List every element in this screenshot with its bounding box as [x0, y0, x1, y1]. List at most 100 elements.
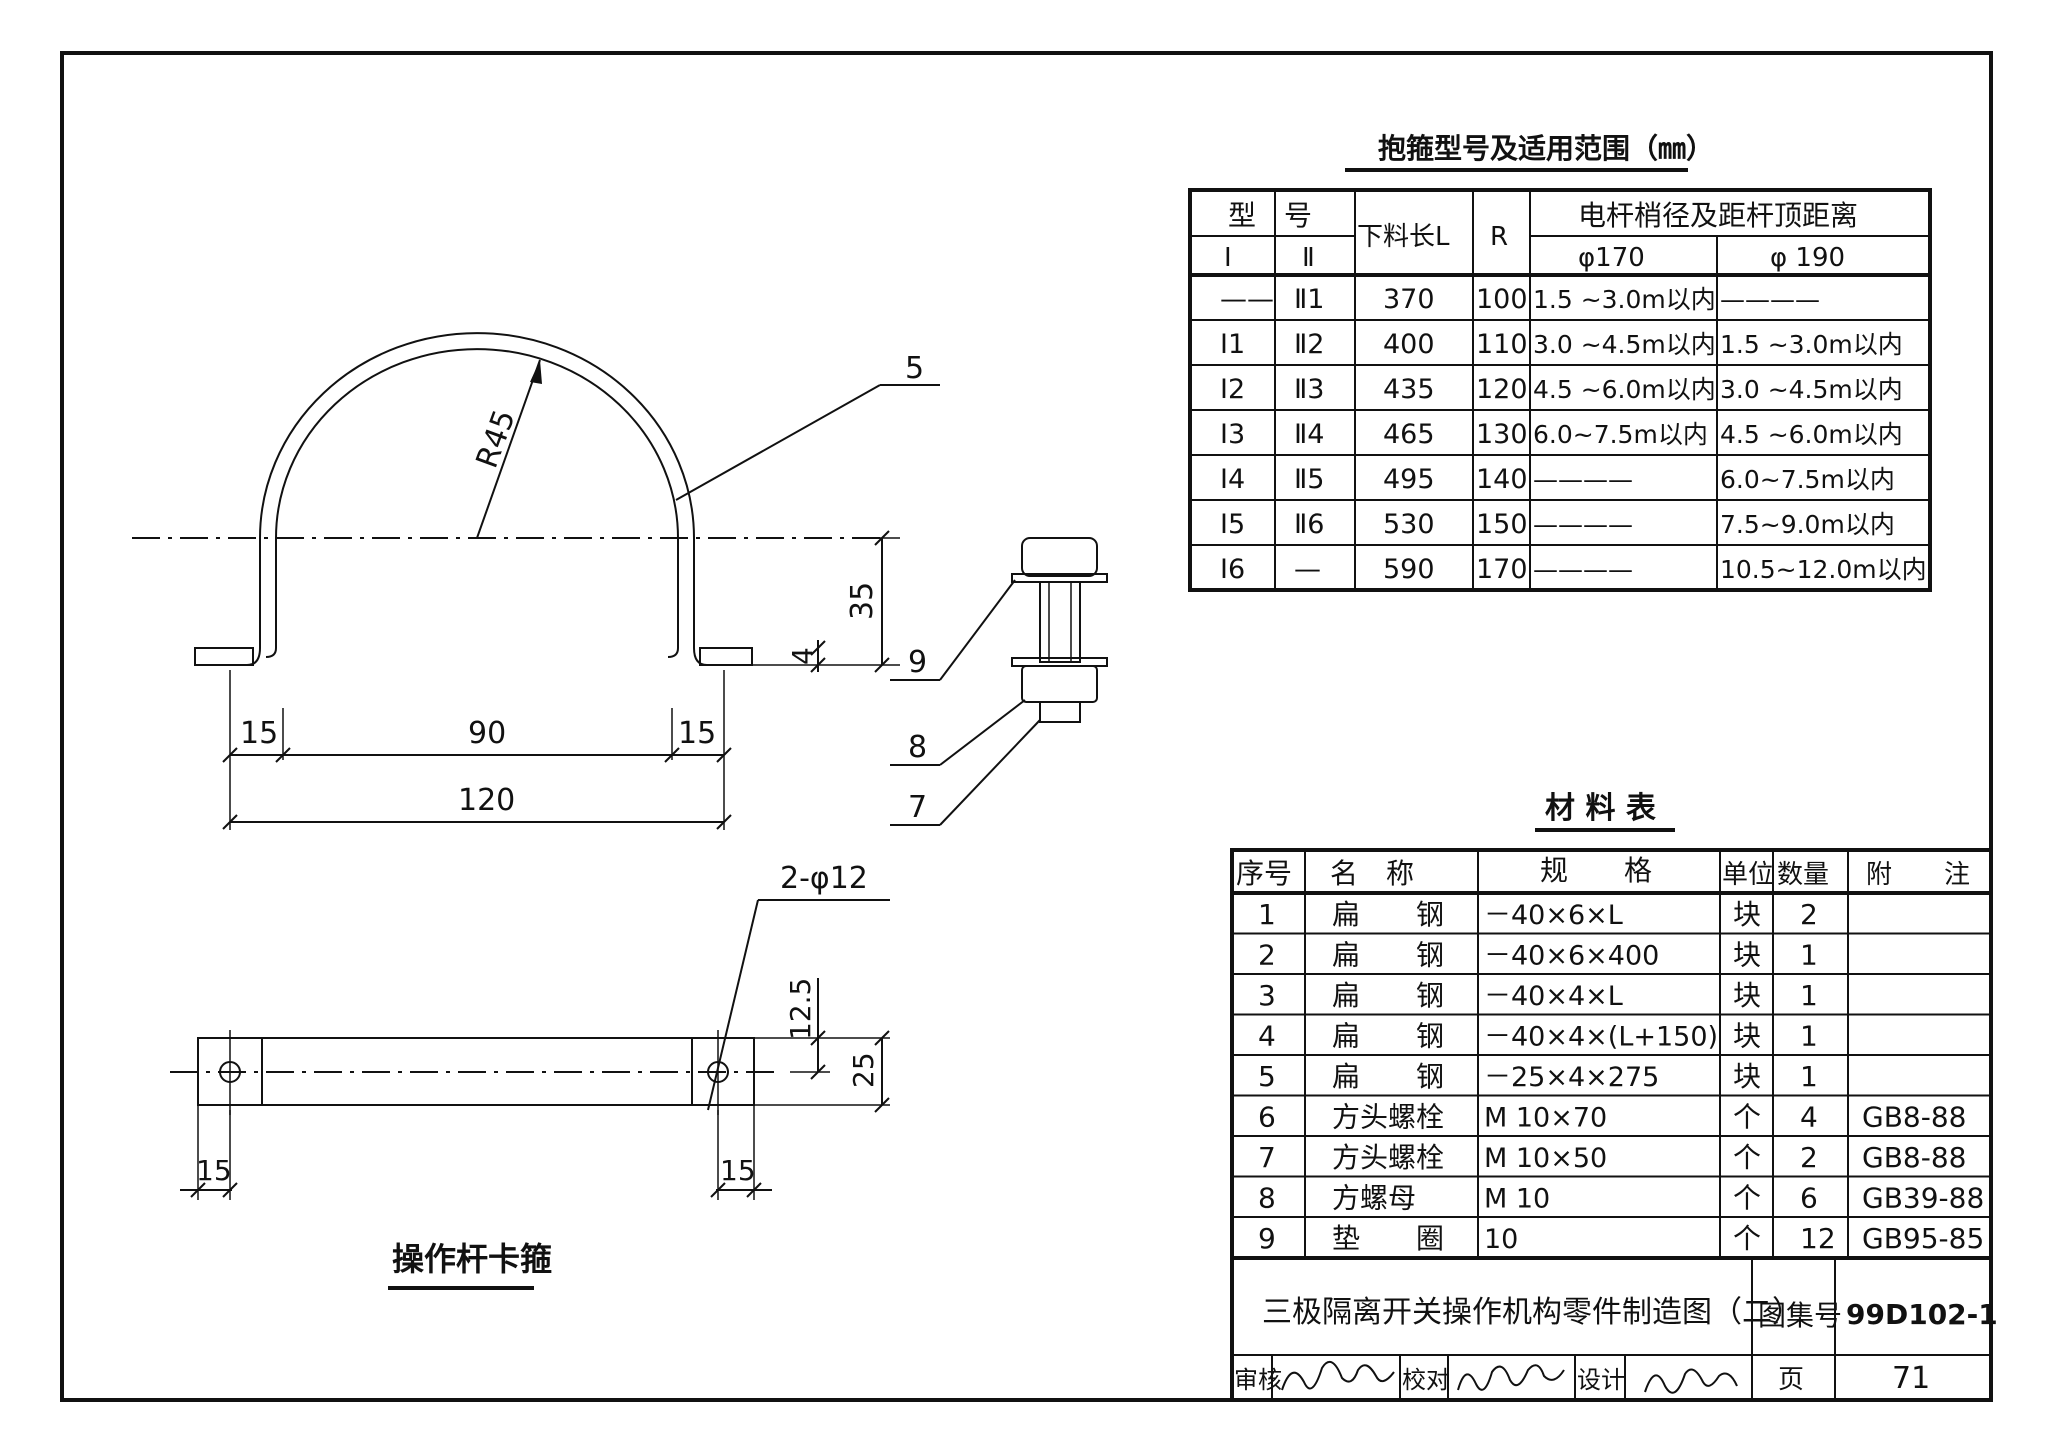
material-cell-no: 1	[1258, 898, 1276, 931]
hoop-inner	[275, 348, 679, 658]
hoop-cell-l: 495	[1383, 464, 1435, 495]
hoop-cell-i: Ⅰ5	[1220, 509, 1245, 540]
signature-check	[1457, 1364, 1565, 1391]
material-header-name: 名 称	[1330, 857, 1414, 890]
material-cell-note: GB8-88	[1862, 1101, 1966, 1134]
hoop-cell-r: 140	[1476, 464, 1528, 495]
material-cell-qty: 4	[1800, 1101, 1818, 1134]
material-cell-spec: M 10	[1484, 1184, 1550, 1215]
material-cell-unit: 个	[1733, 1222, 1761, 1255]
material-cell-qty: 1	[1800, 979, 1818, 1012]
hoop-cell-ii: Ⅱ1	[1294, 284, 1324, 315]
hoop-header-range: 电杆梢径及距杆顶距离	[1578, 199, 1858, 232]
hoop-cell-l: 400	[1383, 329, 1435, 360]
material-cell-unit: 个	[1733, 1141, 1761, 1174]
material-cell-no: 3	[1258, 979, 1276, 1012]
hoop-cell-d170: 6.0~7.5m以内	[1533, 420, 1708, 449]
design-label: 设计	[1577, 1366, 1625, 1394]
hoop-cell-r: 150	[1476, 509, 1528, 540]
dim-half-width: 12.5	[784, 978, 817, 1040]
hoop-cell-r: 100	[1476, 284, 1528, 315]
hoop-cell-d190: 3.0 ~4.5m以内	[1720, 375, 1903, 404]
hoop-cell-i: Ⅰ1	[1220, 329, 1245, 360]
dim-left-tab-15: 15	[240, 716, 278, 751]
dim-height-35: 35	[845, 582, 880, 620]
hoop-cell-d170: ————	[1533, 510, 1633, 539]
bolt-assembly: 9 8 7	[890, 537, 1108, 826]
material-cell-name: 扁 钢	[1332, 1060, 1444, 1093]
dim-width: 25	[847, 1052, 880, 1088]
sheet-border	[60, 51, 1993, 1402]
material-cell-name: 扁 钢	[1332, 898, 1444, 931]
hoop-cell-d190: 10.5~12.0m以内	[1720, 555, 1927, 584]
hoop-header-length: 下料长L	[1357, 222, 1450, 252]
hoop-cell-r: 110	[1476, 329, 1528, 360]
hoop-cell-i: Ⅰ2	[1220, 374, 1245, 405]
hoop-header-r: R	[1490, 222, 1508, 252]
material-cell-spec: －40×4×(L+150)	[1484, 1022, 1718, 1053]
material-header-unit: 单位	[1722, 860, 1774, 890]
hoop-cell-d190: 1.5 ~3.0m以内	[1720, 330, 1903, 359]
dim-holes: 2-φ12	[780, 861, 868, 896]
hoop-header-ii: Ⅱ	[1302, 243, 1315, 273]
hoop-cell-l: 370	[1383, 284, 1435, 315]
material-cell-no: 7	[1258, 1141, 1276, 1174]
hoop-cell-r: 170	[1476, 554, 1528, 585]
hoop-elevation: R45 5 35 4 15 90 15 120	[132, 332, 940, 830]
material-cell-no: 9	[1258, 1222, 1276, 1255]
hoop-cell-r: 120	[1476, 374, 1528, 405]
hoop-cell-d190: 7.5~9.0m以内	[1720, 510, 1895, 539]
callout-9: 9	[908, 645, 927, 680]
material-cell-name: 方螺母	[1332, 1182, 1416, 1215]
hoop-cell-d170: ————	[1533, 555, 1633, 584]
material-cell-no: 2	[1258, 939, 1276, 972]
material-cell-unit: 块	[1733, 1020, 1761, 1053]
hoop-cell-ii: Ⅱ6	[1294, 509, 1324, 540]
right-tab	[699, 647, 753, 666]
hoop-cell-i: ——	[1220, 284, 1274, 315]
signature-review	[1281, 1360, 1395, 1391]
hoop-cell-ii: —	[1294, 554, 1321, 585]
material-cell-no: 8	[1258, 1182, 1276, 1215]
hoop-cell-ii: Ⅱ4	[1294, 419, 1324, 450]
material-cell-qty: 2	[1800, 1141, 1818, 1174]
material-cell-note: GB8-88	[1862, 1141, 1966, 1174]
material-cell-note: GB95-85	[1862, 1222, 1984, 1255]
title-block: 三极隔离开关操作机构零件制造图（二） 图集号 99D102-1 审核 校对 设计…	[1232, 1256, 1998, 1400]
radius-label: R45	[470, 405, 523, 472]
dim-thickness-4: 4	[786, 647, 819, 665]
material-cell-no: 4	[1258, 1020, 1276, 1053]
material-cell-note: GB39-88	[1862, 1182, 1984, 1215]
check-label: 校对	[1402, 1366, 1450, 1394]
hoop-cell-ii: Ⅱ3	[1294, 374, 1324, 405]
hoop-cell-d170: 1.5 ~3.0m以内	[1533, 285, 1716, 314]
material-cell-qty: 1	[1800, 1060, 1818, 1093]
page-label: 页	[1778, 1365, 1804, 1395]
material-cell-unit: 个	[1733, 1101, 1761, 1134]
hoop-cell-ii: Ⅱ5	[1294, 464, 1324, 495]
hoop-header-i: Ⅰ	[1224, 243, 1232, 273]
material-cell-qty: 12	[1800, 1222, 1836, 1255]
material-cell-spec: －40×6×L	[1484, 900, 1623, 931]
hoop-cell-d170: 4.5 ~6.0m以内	[1533, 375, 1716, 404]
hoop-cell-d170: 3.0 ~4.5m以内	[1533, 330, 1716, 359]
left-tab	[194, 647, 254, 666]
material-cell-spec: －40×4×L	[1484, 981, 1623, 1012]
material-cell-name: 扁 钢	[1332, 979, 1444, 1012]
material-header-note: 附 注	[1866, 860, 1970, 890]
dim-total-120: 120	[458, 783, 515, 818]
material-cell-qty: 1	[1800, 1020, 1818, 1053]
hoop-table: 抱箍型号及适用范围（㎜） 型 号 Ⅰ Ⅱ 下料长L R 电杆梢径及距杆顶距离 φ…	[1188, 132, 1932, 592]
hoop-cell-i: Ⅰ4	[1220, 464, 1245, 495]
material-header-no: 序号	[1236, 857, 1292, 890]
callout-7: 7	[908, 790, 927, 825]
material-cell-unit: 块	[1733, 898, 1761, 931]
material-cell-name: 扁 钢	[1332, 1020, 1444, 1053]
hoop-table-title: 抱箍型号及适用范围（㎜）	[1378, 132, 1714, 165]
material-cell-unit: 块	[1733, 979, 1761, 1012]
atlas-number: 99D102-1	[1846, 1298, 1998, 1331]
flat-bar-plan: 2-φ12 12.5 25 15 15 操作杆卡箍	[170, 861, 890, 1290]
material-cell-no: 5	[1258, 1060, 1276, 1093]
